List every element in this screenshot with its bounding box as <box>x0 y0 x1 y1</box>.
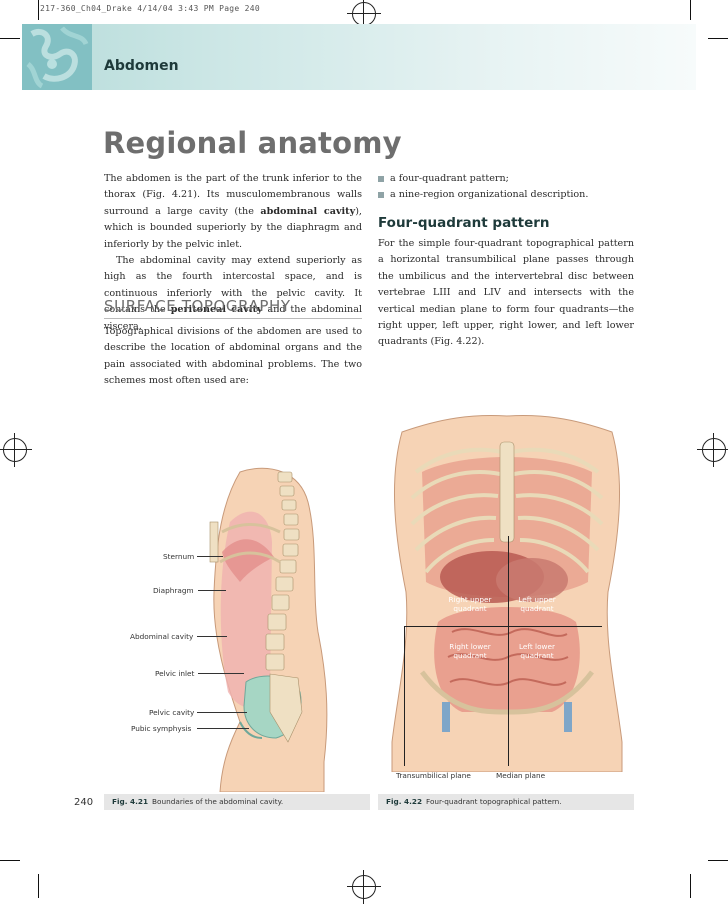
leader-line <box>197 712 247 713</box>
four-quadrant-text: For the simple four-quadrant topographic… <box>378 238 634 348</box>
crop-mark <box>690 0 691 20</box>
label-transumbilical-plane: Transumbilical plane <box>396 771 471 780</box>
registration-mark <box>347 870 381 904</box>
label-diaphragm: Diaphragm <box>153 586 194 595</box>
registration-mark <box>0 433 32 467</box>
crop-mark <box>38 0 39 20</box>
page-number: 240 <box>74 797 94 808</box>
leader-line <box>197 636 227 637</box>
leader-line <box>197 556 223 557</box>
surface-topography-text: Topographical divisions of the abdomen a… <box>104 326 362 387</box>
crop-mark <box>708 860 728 861</box>
transumbilical-plane-line <box>404 626 602 627</box>
label-pelvic-cavity: Pelvic cavity <box>149 708 195 717</box>
section-title: Regional anatomy <box>103 126 402 160</box>
crop-mark <box>38 874 39 898</box>
leader-line <box>198 590 226 591</box>
print-slug: 217-360_Ch04_Drake 4/14/04 3:43 PM Page … <box>40 4 261 13</box>
label-sternum: Sternum <box>163 552 195 561</box>
median-plane-line <box>508 536 509 766</box>
label-pubic-symphysis: Pubic symphysis <box>131 724 192 733</box>
label-pelvic-inlet: Pelvic inlet <box>155 669 195 678</box>
intro-paragraph-1: The abdomen is the part of the trunk inf… <box>104 173 362 250</box>
scheme-list: a four-quadrant pattern; a nine-region o… <box>378 171 634 204</box>
crop-mark <box>0 38 20 39</box>
registration-mark <box>347 0 381 31</box>
crop-mark <box>708 38 728 39</box>
figure-4-22-illustration <box>382 412 632 773</box>
figure-4-21-illustration <box>200 462 350 793</box>
transumbilical-leader <box>404 626 405 766</box>
intro-text: The abdomen is the part of the trunk inf… <box>104 171 362 335</box>
crop-mark <box>0 860 20 861</box>
intro-paragraph-2: The abdominal cavity may extend superior… <box>104 255 363 332</box>
label-abdominal-cavity: Abdominal cavity <box>130 632 194 641</box>
label-median-plane: Median plane <box>496 771 546 780</box>
chapter-banner <box>22 24 696 90</box>
four-quadrant-heading: Four-quadrant pattern <box>378 215 550 231</box>
leader-line <box>197 728 249 729</box>
crop-mark <box>690 874 691 898</box>
list-item: a nine-region organizational description… <box>378 187 634 203</box>
registration-mark <box>697 433 728 467</box>
leader-line <box>198 673 244 674</box>
surface-topography-heading: SURFACE TOPOGRAPHY <box>104 297 291 315</box>
chapter-title: Abdomen <box>104 58 179 74</box>
list-item: a four-quadrant pattern; <box>378 171 634 187</box>
chapter-thumbnail-image <box>22 24 92 90</box>
heading-rule <box>104 318 362 319</box>
